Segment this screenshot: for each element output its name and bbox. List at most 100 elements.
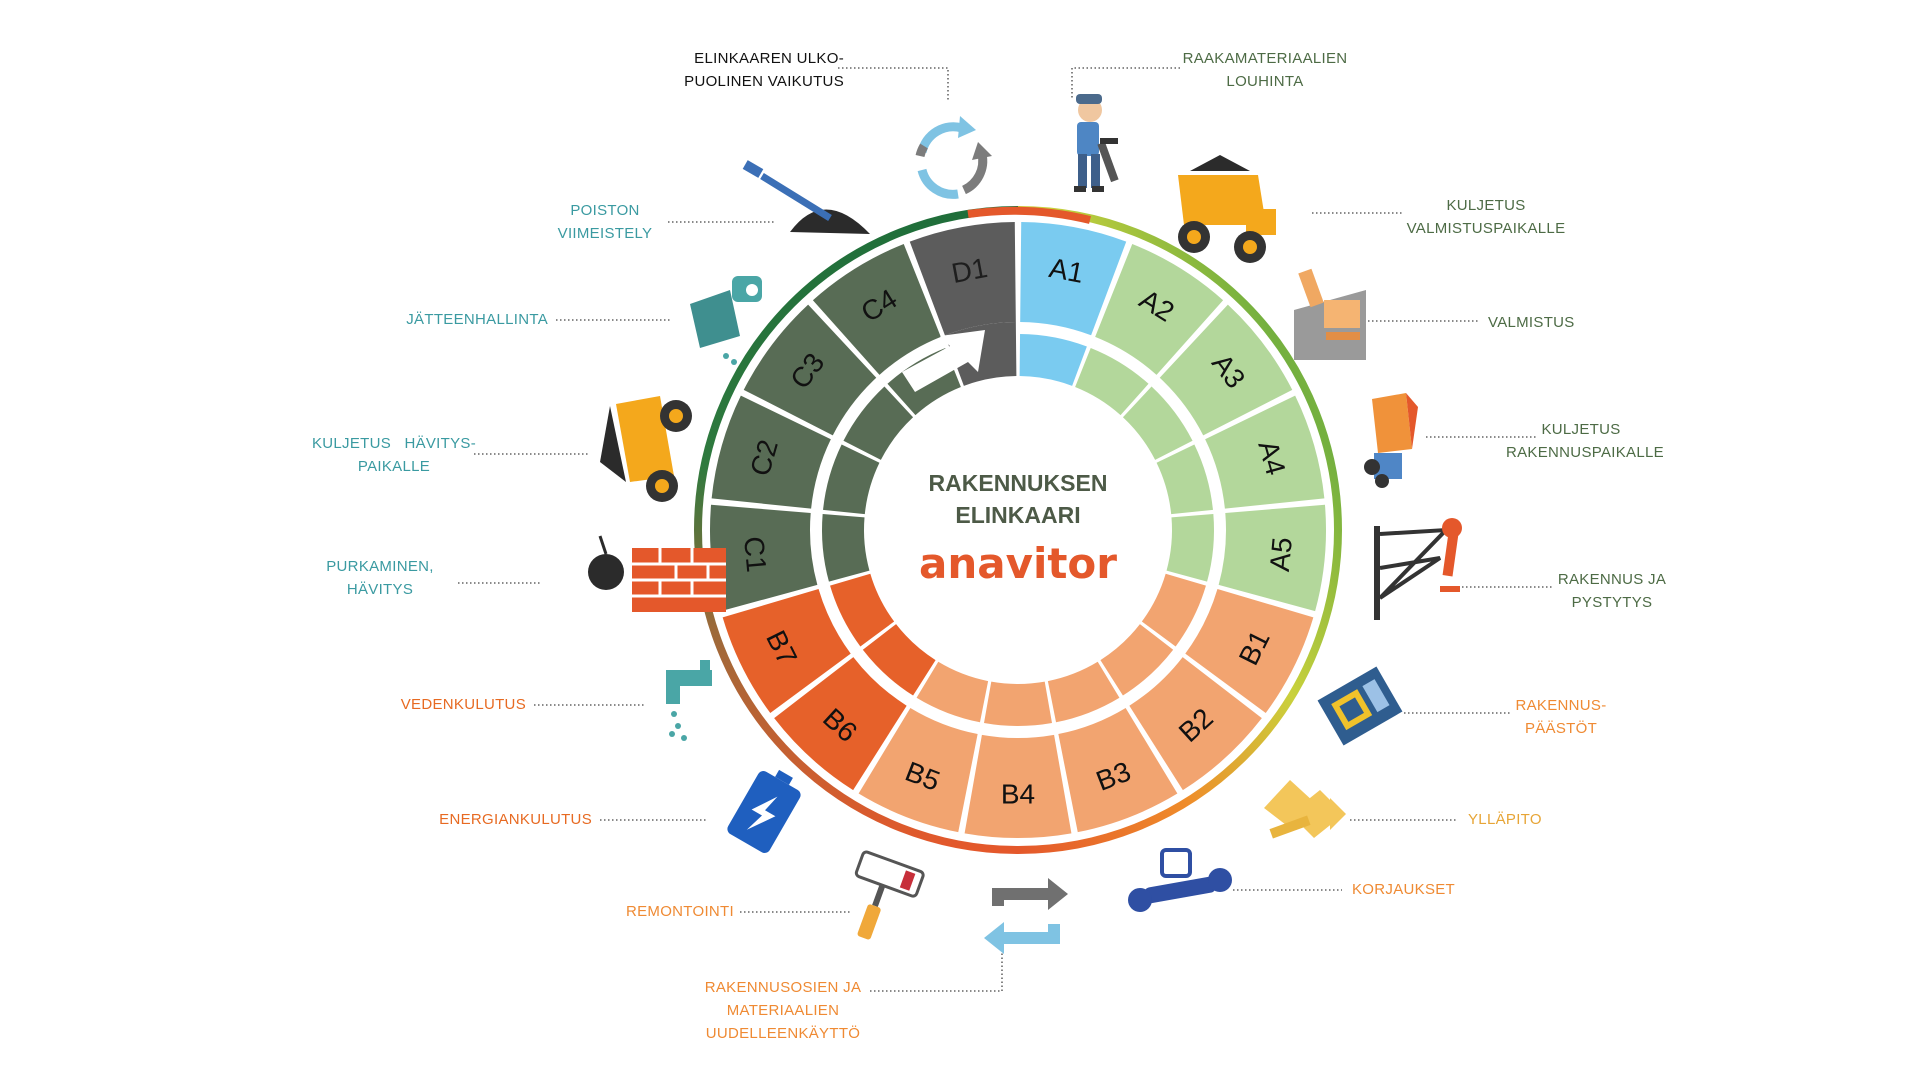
label-a2-line2: VALMISTUSPAIKALLE (1406, 220, 1566, 237)
label-a5-line1: RAKENNUS JA (1557, 571, 1667, 588)
inner-segment-c2 (823, 444, 880, 515)
label-b6-line1: ENERGIANKULUTUS (439, 811, 592, 828)
label-a5-line2: PYSTYTYS (1571, 594, 1653, 611)
inner-segment-b7 (830, 573, 895, 647)
label-b1-line1: RAKENNUS- (1515, 697, 1607, 714)
label-a3-line1: VALMISTUS (1488, 314, 1575, 331)
label-b2: YLLÄPITO (1468, 808, 1578, 831)
label-reuse-line2: MATERIAALIEN (726, 1002, 840, 1019)
label-a1-line2: LOUHINTA (1226, 73, 1304, 90)
inner-segment-b5 (916, 661, 989, 723)
wrench-icon (1128, 848, 1232, 912)
label-a1: RAAKAMATERIAALIEN LOUHINTA (1170, 47, 1360, 93)
label-c4-line2: VIIMEISTELY (557, 225, 653, 242)
label-d1-line1: ELINKAAREN ULKO- (694, 50, 844, 67)
segment-label-a5: A5 (1264, 536, 1298, 573)
garbage-truck-icon (690, 276, 762, 365)
inner-segment-b4 (984, 681, 1052, 726)
factory-icon (1294, 268, 1366, 360)
segment-a3 (1159, 304, 1293, 436)
brick-wall (632, 548, 726, 612)
segment-c2 (711, 395, 831, 509)
label-c1-line2: HÄVITYS (346, 581, 414, 598)
inner-segment-a4 (1156, 444, 1213, 515)
reuse-arrows-icon (984, 878, 1068, 954)
segment-b4 (964, 734, 1072, 839)
wrecking-ball-icon (588, 535, 726, 612)
label-a4: KULJETUS RAKENNUSPAIKALLE (1506, 418, 1664, 464)
paint-roller-icon (854, 850, 925, 940)
label-c1-line1: PURKAMINEN, (326, 558, 434, 575)
label-a4-line2: RAKENNUSPAIKALLE (1506, 444, 1664, 461)
center-hub: RAKENNUKSEN ELINKAARI anavitor (866, 330, 1170, 682)
segment-label-d1: D1 (949, 252, 990, 289)
label-b5-line1: REMONTOINTI (625, 903, 734, 920)
segment-c4 (812, 243, 941, 375)
center-arrow-icon (902, 330, 985, 392)
inner-segment-b6 (862, 624, 936, 696)
label-a4-line1: KULJETUS (1541, 421, 1621, 438)
label-c2-line1: KULJETUS HÄVITYS- (311, 435, 477, 452)
label-b1-line2: PÄÄSTÖT (1524, 720, 1598, 737)
label-a2: KULJETUS VALMISTUSPAIKALLE (1396, 194, 1576, 240)
inner-segment-a2 (1075, 347, 1149, 416)
label-b1: RAKENNUS- PÄÄSTÖT (1506, 694, 1616, 740)
inner-segment-a5 (1166, 513, 1214, 582)
anavitor-logo: anavitor (919, 539, 1117, 588)
recycle-icon (915, 116, 992, 199)
label-c4: POISTON VIIMEISTELY (548, 199, 662, 245)
label-a5: RAKENNUS JA PYSTYTYS (1552, 568, 1672, 614)
label-b5: REMONTOINTI (600, 900, 734, 923)
label-a2-line1: KULJETUS (1446, 197, 1526, 214)
segment-b3 (1058, 707, 1178, 833)
circuit-board-icon (1317, 666, 1403, 746)
battery-icon (727, 769, 801, 853)
inner-segment-b2 (1100, 624, 1174, 696)
dump-truck-icon (1178, 155, 1276, 263)
segment-d1 (909, 222, 1016, 336)
segment-b2 (1129, 657, 1262, 791)
label-reuse-line1: RAKENNUSOSIEN JA (704, 979, 862, 996)
segment-c1 (710, 504, 818, 612)
faucet-icon (666, 660, 712, 741)
inner-segment-b3 (1047, 661, 1120, 723)
label-c3: JÄTTEENHALLINTA (380, 308, 548, 331)
segment-b1 (1185, 589, 1314, 714)
segment-b7 (722, 589, 851, 714)
inner-segment-a3 (1122, 386, 1193, 460)
label-c3-line1: JÄTTEENHALLINTA (406, 311, 548, 328)
segment-b5 (858, 707, 978, 833)
delivery-truck-icon (1364, 393, 1418, 488)
center-title-line2: ELINKAARI (955, 502, 1080, 528)
label-a1-line1: RAAKAMATERIAALIEN (1182, 50, 1348, 67)
label-c2: KULJETUS HÄVITYS- PAIKALLE (308, 432, 480, 478)
inner-segment-b1 (1141, 573, 1206, 647)
label-b6: ENERGIANKULUTUS (420, 808, 592, 831)
segment-c3 (743, 304, 877, 436)
maintenance-icon (1264, 780, 1346, 839)
center-title-line1: RAKENNUKSEN (929, 470, 1108, 496)
inner-segment-a1 (1019, 334, 1087, 386)
dump-truck-icon (600, 396, 692, 502)
crane-icon (1374, 518, 1462, 620)
label-c1: PURKAMINEN, HÄVITYS (310, 555, 450, 601)
miner-icon (1074, 94, 1119, 192)
label-d1: ELINKAAREN ULKO- PUOLINEN VAIKUTUS (634, 47, 844, 93)
label-reuse-line3: UUDELLEENKÄYTTÖ (705, 1025, 861, 1042)
label-b3-line1: KORJAUKSET (1352, 881, 1456, 898)
inner-segment-c3 (843, 386, 914, 460)
label-b3: KORJAUKSET (1352, 878, 1472, 901)
label-b7-line1: VEDENKULUTUS (400, 696, 526, 713)
label-c2-line2: PAIKALLE (357, 458, 431, 475)
segment-a1 (1020, 222, 1127, 336)
label-b7: VEDENKULUTUS (380, 693, 526, 716)
leader-lines (458, 67, 1552, 992)
label-c4-line1: POISTON (570, 202, 640, 219)
segment-a4 (1205, 395, 1325, 509)
label-d1-line2: PUOLINEN VAIKUTUS (684, 73, 844, 90)
segment-a5 (1218, 504, 1327, 612)
segment-label-a1: A1 (1047, 252, 1086, 289)
segment-a2 (1095, 243, 1224, 375)
